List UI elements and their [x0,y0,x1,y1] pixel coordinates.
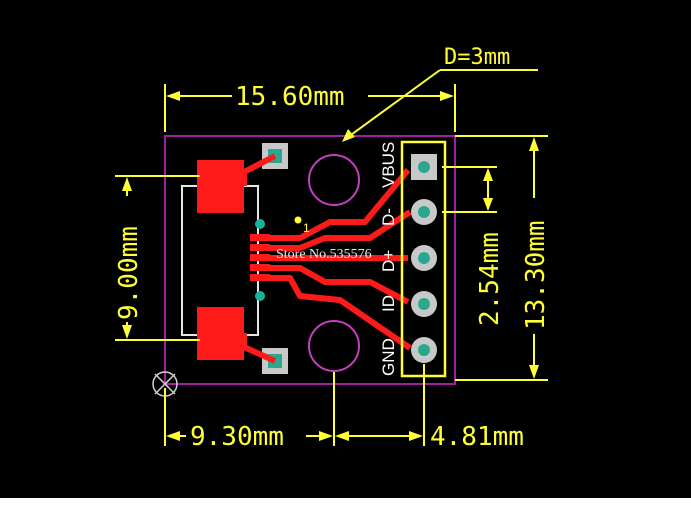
pin-label-dminus: D- [379,208,398,226]
store-watermark: Store No.535576 [276,247,372,262]
dim-pitch: 2.54mm [475,232,505,326]
via-top [255,219,265,229]
pin1-dot [294,216,302,224]
pin-label-dplus: D+ [379,250,398,272]
dim-top-width: 15.60mm [235,82,345,112]
dim-bottom-right: 4.81mm [430,422,524,452]
copper-traces [241,153,412,364]
pin-label-vbus: VBUS [379,142,398,188]
pin-label-gnd: GND [379,338,398,376]
pin-label-id: ID [379,295,398,312]
mounting-hole-bottom [308,320,360,372]
pin1-marker: 1 [303,221,310,235]
dim-hole-diameter: D=3mm [444,45,510,70]
mounting-hole-top [308,154,360,206]
dim-right-height: 13.30mm [521,220,551,330]
via-bottom [255,291,265,301]
dimension-lines [115,69,548,446]
board-background [0,0,691,498]
dim-left-height: 9.00mm [114,226,144,320]
dim-bottom-left: 9.30mm [190,422,284,452]
header-pin-square-hole [418,161,430,173]
header-pins-round [411,199,437,363]
usb-signal-pads [250,234,270,281]
shield-pad-bottom [197,307,244,360]
shield-pad-top [197,160,244,213]
board-outline [164,135,456,385]
